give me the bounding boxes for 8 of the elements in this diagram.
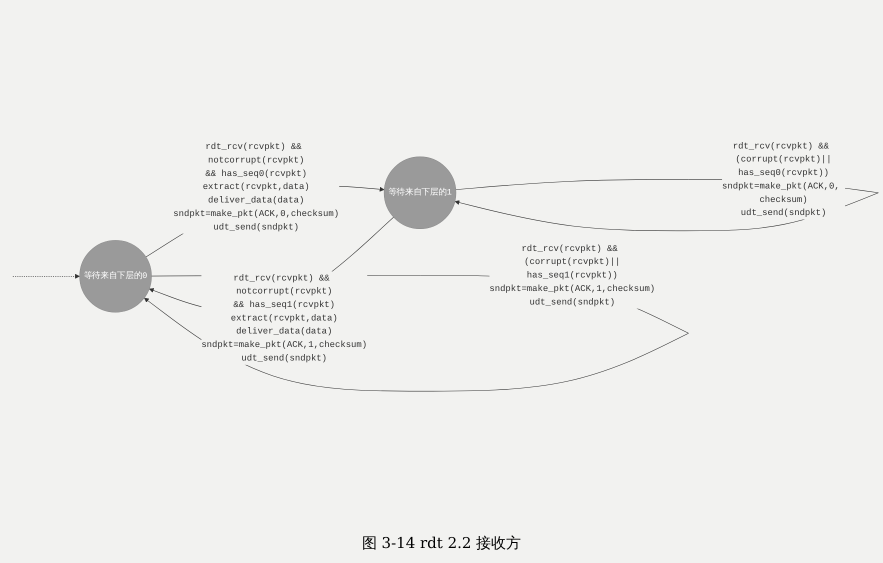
node-circle: 等待来自下层的1 <box>384 156 456 229</box>
edge-label: rdt_rcv(rcvpkt) && (corrupt(rcvpkt)|| has_seq0(rcvpkt)) sndpkt=make_pkt(ACK,0, checksum) udt_send(sndpkt) <box>722 140 840 218</box>
edge-label: rdt_rcv(rcvpkt) && (corrupt(rcvpkt)|| has_seq1(rcvpkt)) sndpkt=make_pkt(ACK,1,checksum) udt_send(sndpkt) <box>489 243 656 307</box>
node-circle: 等待来自下层的0 <box>79 240 152 312</box>
edge-label: rdt_rcv(rcvpkt) && notcorrupt(rcvpkt) && has_seq0(rcvpkt) extract(rcvpkt,data) deliver_data(data) sndpkt=make_pkt(ACK,0,checksum) udt_send(sndpkt) <box>173 142 340 232</box>
edge-label: rdt_rcv(rcvpkt) && notcorrupt(rcvpkt) && has_seq1(rcvpkt) extract(rcvpkt,data) deliver_data(data) sndpkt=make_pkt(ACK,1,checksum) udt_send(sndpkt) <box>201 272 368 363</box>
arrow <box>12 274 80 278</box>
figure-caption: 图 3-14 rdt 2.2 接收方 <box>362 533 522 554</box>
